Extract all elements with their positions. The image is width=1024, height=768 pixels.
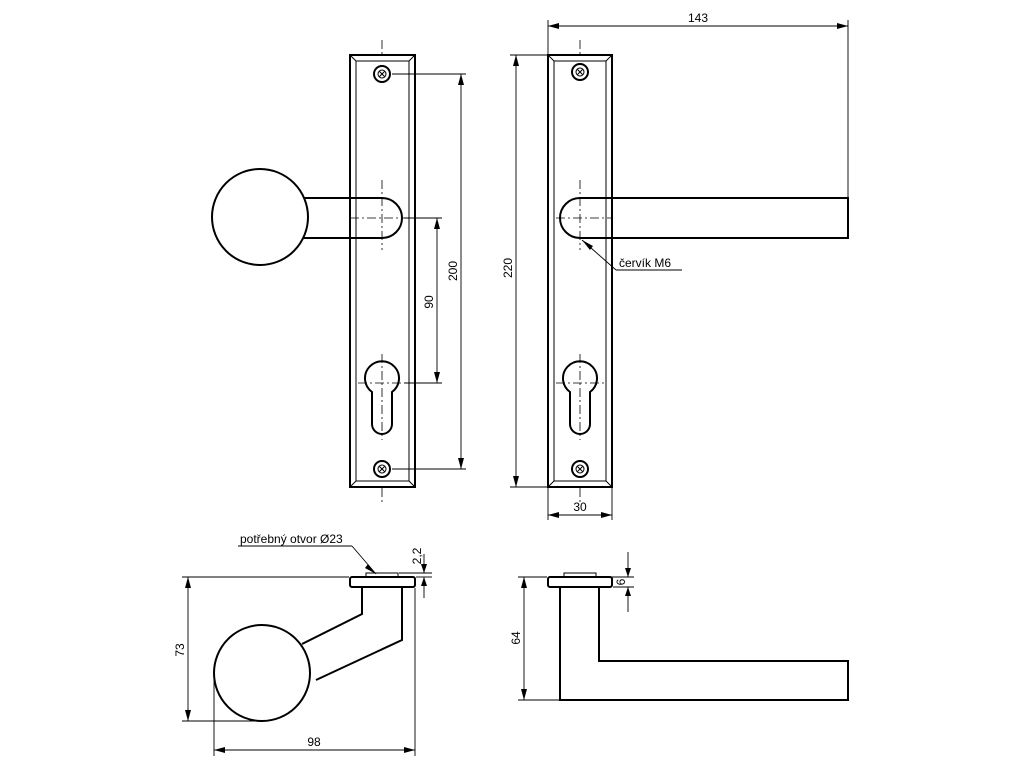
dim-rose-thickness-2-2: 2,2: [399, 547, 432, 598]
lever-cylinder-hole: [562, 360, 598, 435]
knob-backplate-inner: [355, 60, 410, 482]
dim-axis-distance: 90: [404, 217, 442, 384]
knob-side-neck: [301, 587, 403, 681]
lever-plate-front-view: červík M6 143 220 30: [501, 11, 849, 520]
dim-knob-reach-98: 98: [213, 588, 416, 756]
dim-label-73: 73: [173, 643, 187, 657]
top-screw: [571, 63, 589, 81]
knob-side-view: potřebný otvor Ø23 2,2 73: [173, 532, 432, 756]
grub-screw-label: červík M6: [619, 256, 671, 270]
dim-knob-projection-73: 73: [173, 576, 349, 722]
top-screw: [373, 65, 391, 83]
dim-label-220: 220: [501, 258, 515, 278]
dim-lever-projection-64: 64: [509, 576, 559, 701]
knob-cylinder-hole: [364, 360, 400, 435]
required-hole-callout: potřebný otvor Ø23: [238, 532, 377, 575]
dim-plate-height-220: 220: [501, 54, 547, 488]
dim-label-6: 6: [614, 578, 628, 585]
lever-side-view: 6 64: [509, 552, 849, 701]
dim-plate-width-30: 30: [547, 488, 613, 520]
dim-label-90: 90: [422, 295, 436, 309]
knob: [211, 168, 309, 266]
knob-backplate: [349, 54, 416, 488]
dim-label-98: 98: [307, 735, 321, 749]
dim-plate-height-200: 200: [392, 73, 466, 470]
lever-rose: [547, 576, 613, 588]
knob-rose: [349, 576, 416, 588]
knob-plate-front-view: 90 200: [211, 40, 466, 502]
dim-label-30: 30: [573, 500, 587, 514]
lever-backplate-inner: [553, 60, 607, 482]
dim-total-length-143: 143: [547, 11, 849, 197]
bottom-screw: [373, 460, 391, 478]
lever-handle: [559, 197, 849, 239]
lever-side-profile: [559, 587, 849, 701]
dim-rose-thickness-6: 6: [597, 552, 634, 612]
knob-side: [213, 624, 311, 722]
lever-backplate: [547, 54, 613, 488]
bottom-screw: [571, 460, 589, 478]
dim-label-200: 200: [446, 261, 460, 281]
dim-label-64: 64: [509, 631, 523, 645]
dim-label-143: 143: [688, 11, 708, 25]
required-hole-label: potřebný otvor Ø23: [240, 532, 343, 546]
dim-label-2-2: 2,2: [410, 547, 424, 564]
grub-screw-callout: červík M6: [581, 239, 682, 271]
